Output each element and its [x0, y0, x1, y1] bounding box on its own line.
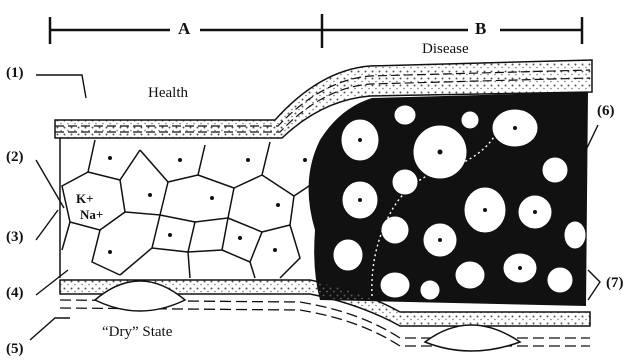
disease-heading: Disease: [422, 42, 469, 57]
section-label-a: A: [178, 20, 190, 37]
cell-nuclei: [108, 156, 307, 254]
callout-1: (1): [6, 66, 24, 81]
callout-3: (3): [6, 230, 24, 245]
callout-2: (2): [6, 150, 24, 165]
health-heading: Health: [148, 86, 188, 101]
diseased-tissue: [309, 92, 588, 306]
dry-state-label: “Dry” State: [102, 325, 172, 340]
section-label-b: B: [475, 20, 486, 37]
section-dimension-bar: [50, 14, 582, 48]
callout-6: (6): [597, 104, 615, 119]
potassium-ion-label: K+: [76, 192, 94, 205]
sodium-ion-label: Na+: [80, 208, 103, 221]
callout-4: (4): [6, 286, 24, 301]
callout-5: (5): [6, 342, 24, 357]
callout-7: (7): [606, 276, 624, 291]
